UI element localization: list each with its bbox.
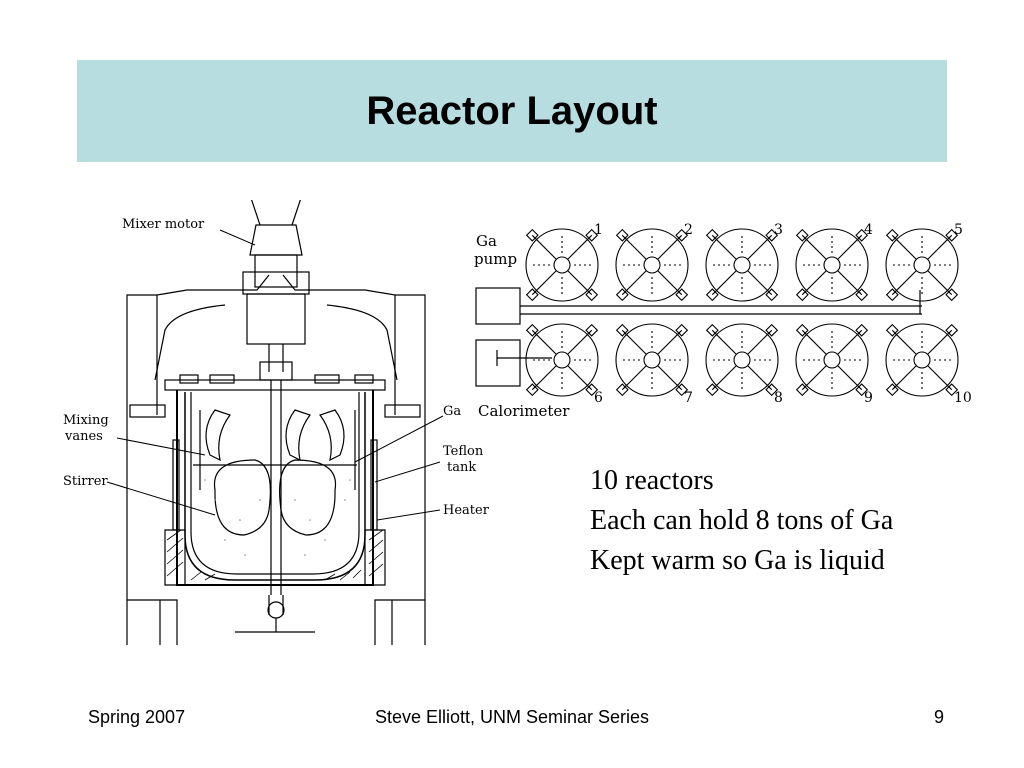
label-mixer-motor: Mixer motor [122,217,205,232]
label-tank: tank [447,460,476,475]
reactor-number: 4 [864,222,873,238]
reactor-number: 2 [684,222,693,238]
footer-date: Spring 2007 [88,707,186,727]
reactor-array-diagram: Ga pump Calorimeter 1 6 2 7 3 8 4 9 5 10 [474,222,972,420]
reactor-unit [705,228,779,302]
bullet-list: 10 reactors Each can hold 8 tons of Ga K… [590,461,893,581]
reactor-cross-section-diagram: Mixer motor Mixing vanes Stirrer Ga Tefl… [63,200,490,645]
reactor-number: 7 [684,390,693,406]
reactor-unit [525,323,599,397]
reactor-unit [525,228,599,302]
page-number: 9 [933,707,944,727]
label-mixing: Mixing [63,413,109,428]
reactor-unit [795,228,869,302]
bullet-item: Kept warm so Ga is liquid [590,545,885,576]
reactor-number: 3 [774,222,783,238]
title-bar: Reactor Layout [77,60,947,162]
footer-presenter: Steve Elliott, UNM Seminar Series [374,707,650,727]
bullet-item: Each can hold 8 tons of Ga [590,505,894,536]
reactor-number: 5 [954,222,963,238]
reactor-number: 6 [594,390,603,406]
label-ga-pump-2: pump [474,250,517,268]
label-stirrer: Stirrer [63,474,108,489]
slide-title: Reactor Layout [366,88,658,133]
reactor-unit [615,323,689,397]
label-calorimeter: Calorimeter [478,402,570,420]
label-vanes: vanes [64,429,103,444]
reactor-unit [705,323,779,397]
label-ga: Ga [443,404,461,419]
label-heater: Heater [443,503,490,518]
reactor-number: 10 [954,390,972,406]
reactor-unit [615,228,689,302]
reactor-unit [885,323,959,397]
label-ga-pump-1: Ga [476,232,497,250]
reactor-number: 1 [594,222,603,238]
reactor-unit [795,323,869,397]
reactor-number: 8 [774,390,783,406]
reactor-number: 9 [864,390,873,406]
bullet-item: 10 reactors [590,465,714,496]
reactor-unit [885,228,959,302]
label-teflon: Teflon [443,444,484,459]
